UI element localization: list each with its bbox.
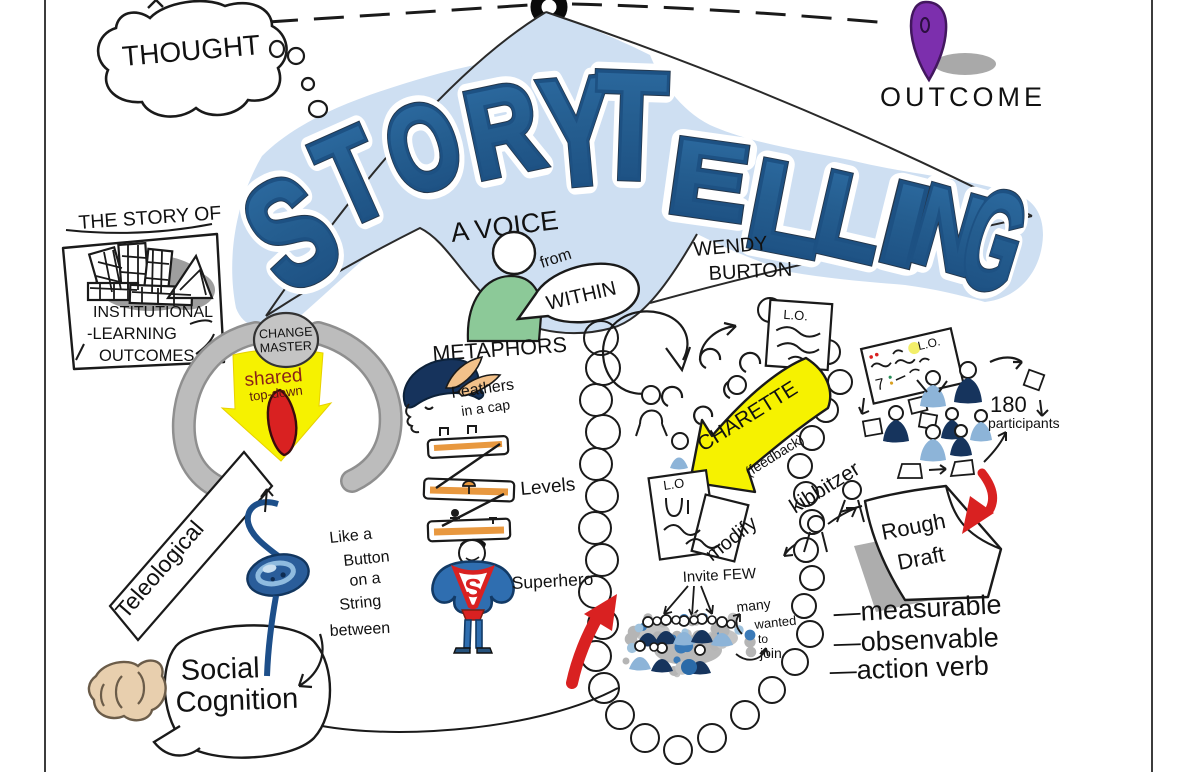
svg-text:E: E bbox=[663, 117, 755, 243]
svg-text:—obsenvable: —obsenvable bbox=[833, 622, 999, 658]
svg-text:T: T bbox=[592, 40, 669, 211]
svg-text:MASTER: MASTER bbox=[259, 339, 312, 356]
svg-text:Superhero: Superhero bbox=[511, 569, 594, 593]
svg-text:Levels: Levels bbox=[520, 474, 577, 500]
svg-text:—action verb: —action verb bbox=[829, 650, 989, 686]
svg-text:Cognition: Cognition bbox=[175, 683, 299, 719]
svg-text:between: between bbox=[329, 620, 390, 640]
svg-text:OUTCOME: OUTCOME bbox=[880, 82, 1046, 112]
svg-text:BURTON: BURTON bbox=[708, 259, 793, 285]
svg-text:to: to bbox=[758, 632, 768, 646]
svg-text:shared: shared bbox=[244, 365, 304, 391]
svg-text:Like a: Like a bbox=[329, 526, 373, 547]
svg-text:top-down: top-down bbox=[249, 383, 304, 404]
svg-text:wanted: wanted bbox=[753, 613, 797, 632]
svg-text:180: 180 bbox=[990, 392, 1027, 417]
svg-text:L.O.: L.O. bbox=[916, 334, 941, 353]
svg-text:-LEARNING: -LEARNING bbox=[87, 325, 177, 343]
svg-text:CHANGE: CHANGE bbox=[259, 325, 313, 342]
svg-text:THE STORY OF: THE STORY OF bbox=[78, 202, 222, 234]
svg-text:T: T bbox=[592, 40, 669, 211]
svg-text:participants: participants bbox=[988, 415, 1060, 431]
svg-text:many: many bbox=[736, 595, 772, 614]
svg-text:Invite FEW: Invite FEW bbox=[682, 565, 757, 586]
svg-text:L: L bbox=[804, 148, 895, 286]
svg-text:Social: Social bbox=[180, 652, 260, 687]
svg-text:String: String bbox=[339, 593, 382, 614]
svg-text:join: join bbox=[759, 645, 782, 661]
svg-text:Button: Button bbox=[343, 548, 391, 570]
svg-text:7: 7 bbox=[874, 376, 887, 395]
svg-text:L.O.: L.O. bbox=[783, 307, 809, 324]
svg-text:Y: Y bbox=[534, 45, 620, 218]
svg-text:in a cap: in a cap bbox=[460, 396, 511, 419]
svg-text:OUTCOMES: OUTCOMES bbox=[99, 347, 194, 365]
svg-text:on a: on a bbox=[349, 570, 382, 590]
svg-text:L.O: L.O bbox=[662, 475, 685, 493]
svg-text:T: T bbox=[592, 40, 669, 211]
svg-text:INSTITUTIONAL: INSTITUTIONAL bbox=[93, 304, 213, 321]
svg-text:S: S bbox=[464, 573, 481, 603]
